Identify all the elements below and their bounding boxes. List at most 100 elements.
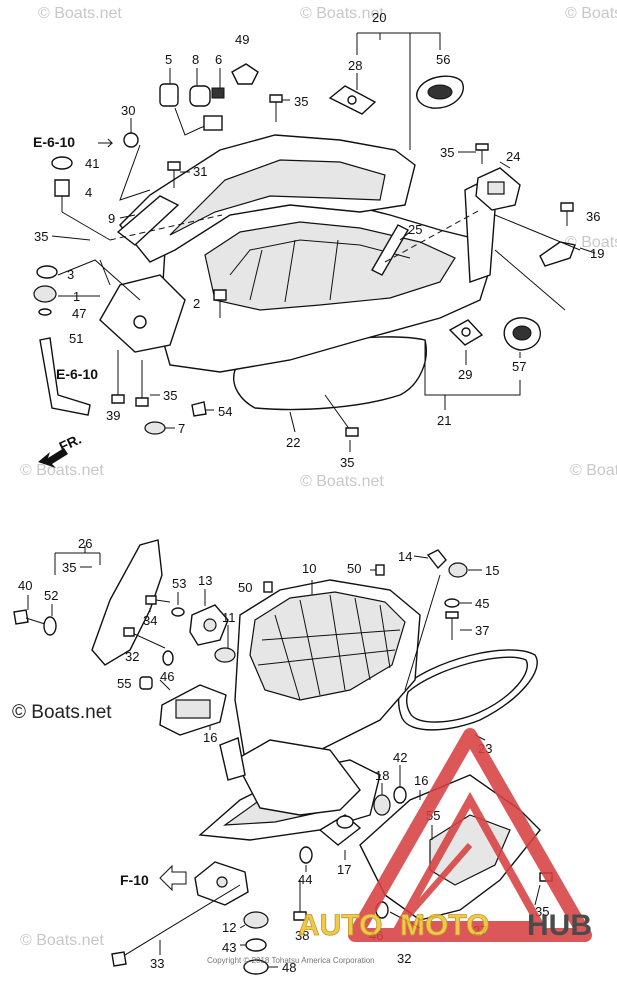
bolt-35: [269, 94, 283, 103]
nut-49: [231, 63, 259, 85]
callout-number: 35: [294, 94, 308, 109]
bolt-32-stem: [129, 631, 166, 649]
bolt-32: [123, 627, 135, 637]
grommet-1: [33, 285, 57, 303]
bolt-34-stem: [155, 599, 171, 603]
callout-number: 2: [193, 296, 200, 311]
callout-number: 52: [44, 588, 58, 603]
plate-29-hole: [461, 327, 471, 337]
callout-number: 16: [203, 730, 217, 745]
washer-41: [51, 156, 73, 170]
leader-5-8-6: [169, 68, 221, 88]
callout-number: 12: [222, 920, 236, 935]
leader-19-body: [494, 214, 581, 311]
bolt-31: [167, 161, 181, 171]
callout-number: 54: [218, 404, 232, 419]
lower-casing-top-cavity: [249, 591, 406, 701]
upper-leaders: [51, 32, 596, 452]
grommet-11: [214, 647, 236, 663]
watermark-text: © Boats.net: [38, 5, 122, 22]
plate-28-hole: [347, 95, 357, 105]
plug-55: [139, 676, 153, 690]
callout-number: 51: [69, 331, 83, 346]
bolt-36: [560, 202, 574, 212]
reference-labels[interactable]: E-6-10 E-6-10 F-10: [33, 134, 187, 892]
bracket-leader-21: [424, 340, 521, 410]
callout-number: 53: [172, 576, 186, 591]
strip-25: [371, 224, 409, 276]
callout-number: 49: [235, 32, 249, 47]
callout-number: 30: [121, 103, 135, 118]
plug-6: [211, 87, 225, 99]
front-direction-label: FR.: [57, 431, 84, 455]
bushing-12: [243, 911, 269, 929]
part-17-end: [336, 815, 354, 829]
cowling-inner-rib: [229, 239, 411, 276]
front-arrow-icon: [38, 448, 68, 468]
pin-50: [263, 581, 273, 593]
callout-number: 44: [298, 872, 312, 887]
washer-42: [393, 786, 407, 804]
callout-number: 57: [512, 359, 526, 374]
nut-15: [448, 562, 468, 578]
callout-number: 26: [78, 536, 92, 551]
callout-number: 6: [215, 52, 222, 67]
callout-number: 47: [72, 306, 86, 321]
callout-number: 41: [85, 156, 99, 171]
dashed-leader: [384, 209, 481, 263]
upper-small-parts: [33, 63, 576, 437]
watermark-text: © Boats.net: [20, 932, 104, 949]
washer-46: [162, 650, 174, 666]
ref-e-6-10-mid[interactable]: E-6-10: [56, 366, 98, 382]
gasket-23-inner: [405, 656, 528, 723]
callout-number: 40: [18, 578, 32, 593]
dashed-leader: [109, 214, 223, 241]
automotohub-logo: AUTO MOTO HUB: [298, 728, 592, 942]
clip-54: [191, 401, 207, 417]
ref-arrow-icon: [98, 138, 114, 148]
bolt-34: [145, 595, 157, 605]
watermark-text: © Boats.net: [565, 234, 617, 251]
leader-25: [399, 231, 411, 241]
logo-word-hub: HUB: [527, 909, 592, 942]
callout-number: 35: [34, 229, 48, 244]
watermark-text: © Boats.net: [300, 5, 384, 22]
lower-housing: [234, 739, 361, 816]
callout-layer: 20 56 28 49 5 8 6 35 30 41 4 31 9 35 24 …: [18, 10, 604, 975]
ref-f-10[interactable]: F-10: [120, 872, 149, 888]
copyright-line: Copyright © 2018 Tohatsu America Corpora…: [207, 956, 375, 965]
washer-53: [171, 607, 185, 617]
watermark-text: © Boats.net: [565, 5, 617, 22]
grommet-18: [373, 794, 391, 816]
oring-47: [38, 308, 52, 316]
bolt-35-stem: [324, 394, 351, 431]
switch-5: [159, 83, 179, 107]
pin-50: [375, 564, 385, 576]
bracket-9: [116, 195, 180, 246]
bolt-40: [13, 609, 29, 625]
washer-44: [299, 846, 313, 864]
leader-4: [61, 211, 111, 241]
cap-30: [123, 132, 139, 148]
grommet-56-hole: [427, 84, 453, 100]
washer-3: [36, 265, 58, 279]
callout-number: 35: [440, 145, 454, 160]
bracket-leader-20: [356, 32, 441, 150]
connector: [203, 115, 223, 131]
callout-number: 3: [67, 267, 74, 282]
callout-number: 7: [178, 421, 185, 436]
callout-number: 19: [590, 246, 604, 261]
leader-30-bracket: [119, 144, 151, 201]
callout-number: 13: [198, 573, 212, 588]
callout-number: 10: [302, 561, 316, 576]
bolt-35: [135, 397, 149, 407]
callout-number: 42: [393, 750, 407, 765]
block-12-hole: [216, 876, 228, 888]
watermark-text: © Boats.net: [20, 462, 104, 479]
callout-number: 50: [238, 580, 252, 595]
leader-37-long: [404, 574, 441, 691]
washer-45: [444, 598, 460, 608]
ref-e-6-10-top[interactable]: E-6-10: [33, 134, 75, 150]
